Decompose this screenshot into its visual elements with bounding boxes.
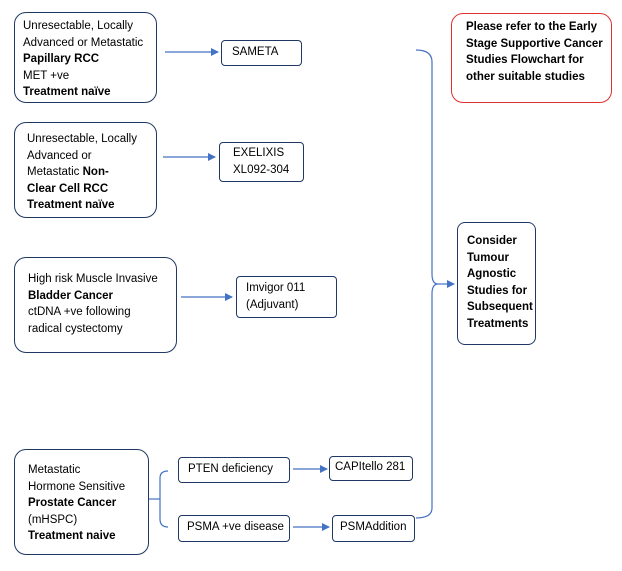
- exelixis-text: EXELIXIS XL092-304: [233, 145, 289, 178]
- consider-line-4: Studies for: [467, 284, 528, 297]
- imvigor-line-2: (Adjuvant): [246, 298, 299, 311]
- papillary-line-2: Advanced or Metastatic: [23, 36, 144, 49]
- exelixis-box: [219, 142, 304, 182]
- nccrcc-line-3: Metastatic Non-: [27, 164, 137, 181]
- papillary-line-5: Treatment naïve: [23, 86, 111, 98]
- bladder-line-3: ctDNA +ve following: [28, 306, 131, 318]
- bladder-line-2: Bladder Cancer: [28, 289, 114, 302]
- refer-line-3: Studies Flowchart for: [466, 54, 584, 66]
- psma-disease-box: [178, 515, 290, 542]
- consider-line-5: Subsequent: [467, 301, 533, 313]
- psmaddition-label: PSMAddition: [340, 521, 407, 533]
- prostate-cancer-box: [14, 449, 149, 555]
- exelixis-line-1: EXELIXIS: [233, 147, 285, 159]
- consider-line-3: Agnostic: [467, 268, 517, 280]
- prostate-line-4: (mHSPC): [28, 513, 78, 526]
- prostate-line-5: Treatment naive: [28, 530, 116, 542]
- prostate-line-2: Hormone Sensitive: [28, 480, 126, 493]
- refer-early-stage-text: Please refer to the Early Stage Supporti…: [466, 19, 603, 85]
- right-brace: [415, 49, 439, 519]
- nccrcc-line-4: Clear Cell RCC: [27, 182, 109, 195]
- exelixis-line-2: XL092-304: [233, 163, 290, 176]
- bladder-line-1: High risk Muscle Invasive: [28, 273, 158, 285]
- bladder-line-4: radical cystectomy: [28, 322, 123, 335]
- sameta-label: SAMETA: [232, 46, 279, 58]
- pten-deficiency-box: [178, 457, 290, 483]
- consider-line-2: Tumour: [467, 251, 509, 264]
- imvigor-text: Imvigor 011 (Adjuvant): [246, 280, 305, 313]
- refer-line-1: Please refer to the Early: [466, 21, 598, 33]
- non-clear-cell-rcc-box: [14, 122, 157, 218]
- papillary-rcc-box: [14, 12, 157, 103]
- papillary-rcc-text: Unresectable, Locally Advanced or Metast…: [23, 18, 143, 101]
- nccrcc-line-1: Unresectable, Locally: [27, 133, 137, 145]
- consider-line-1: Consider: [467, 235, 517, 247]
- nccrcc-line-2: Advanced or: [27, 149, 92, 162]
- bladder-cancer-box: [14, 257, 177, 353]
- imvigor-line-1: Imvigor 011: [246, 282, 306, 294]
- nccrcc-line-3b: Non-: [82, 166, 109, 178]
- papillary-line-4: MET +ve: [23, 69, 70, 82]
- papillary-line-3: Papillary RCC: [23, 53, 100, 65]
- pten-deficiency-label: PTEN deficiency: [188, 463, 274, 475]
- psma-disease-label: PSMA +ve disease: [187, 521, 284, 533]
- prostate-line-3: Prostate Cancer: [28, 497, 117, 509]
- psmaddition-box: [332, 515, 415, 542]
- prostate-branch-bracket: [159, 470, 169, 528]
- capitello-label: CAPItello 281: [335, 461, 406, 473]
- bladder-cancer-text: High risk Muscle Invasive Bladder Cancer…: [28, 271, 158, 337]
- capitello-box: [329, 456, 413, 481]
- consider-tumour-agnostic-text: Consider Tumour Agnostic Studies for Sub…: [467, 233, 533, 332]
- refer-early-stage-box: [451, 13, 612, 103]
- consider-tumour-agnostic-box: [457, 222, 536, 345]
- prostate-cancer-text: Metastatic Hormone Sensitive Prostate Ca…: [28, 462, 125, 545]
- papillary-line-1: Unresectable, Locally: [23, 20, 133, 32]
- nccrcc-line-3a: Metastatic: [27, 166, 83, 178]
- prostate-line-1: Metastatic: [28, 464, 81, 476]
- nccrcc-line-5: Treatment naïve: [27, 199, 115, 211]
- refer-line-4: other suitable studies: [466, 70, 585, 83]
- sameta-box: [221, 40, 302, 66]
- consider-line-6: Treatments: [467, 317, 529, 330]
- refer-line-2: Stage Supportive Cancer: [466, 37, 603, 50]
- imvigor-box: [236, 276, 337, 318]
- non-clear-cell-rcc-text: Unresectable, Locally Advanced or Metast…: [27, 131, 137, 214]
